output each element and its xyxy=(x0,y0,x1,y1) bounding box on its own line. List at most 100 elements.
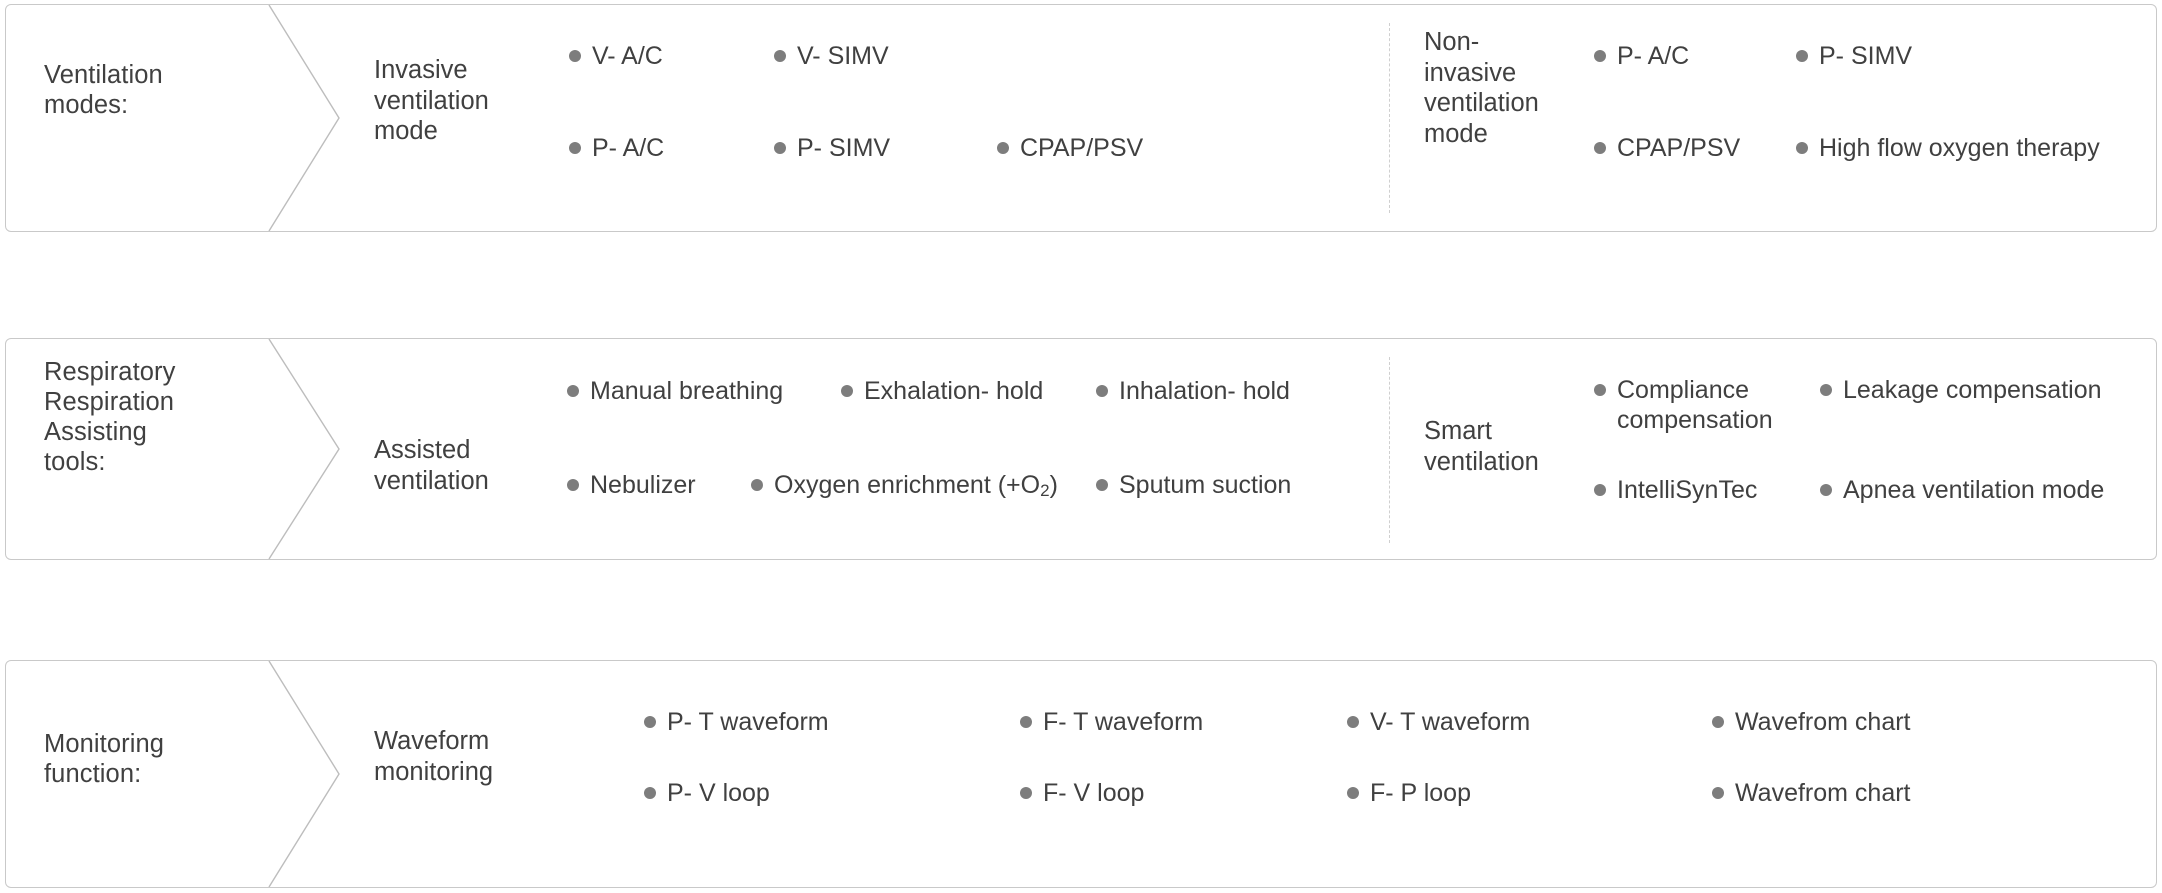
bullet-label: F- V loop xyxy=(1043,779,1145,807)
bullet-item[interactable]: Leakage compensation xyxy=(1820,375,2102,405)
bullet-label: Wavefrom chart xyxy=(1735,779,1911,807)
bullet-dot-icon xyxy=(1020,716,1032,728)
group-label-invasive-ventilation-mode: Invasive ventilation mode xyxy=(374,56,489,146)
category-label-monitoring-function: Monitoring function: xyxy=(44,730,165,789)
bullet-label: Inhalation- hold xyxy=(1119,377,1290,405)
bullet-item[interactable]: Apnea ventilation mode xyxy=(1820,475,2104,505)
bullet-item[interactable]: Wavefrom chart xyxy=(1712,707,1911,737)
bullet-label: CPAP/PSV xyxy=(1617,134,1741,162)
bullet-item[interactable]: P- V loop xyxy=(644,778,770,808)
bullet-dot-icon xyxy=(1796,50,1808,62)
bullet-label: V- SIMV xyxy=(797,42,889,70)
bullet-item[interactable]: High flow oxygen therapy xyxy=(1796,133,2100,163)
bullet-label: Sputum suction xyxy=(1119,471,1292,499)
bullet-item[interactable]: CPAP/PSV xyxy=(1594,133,1740,163)
bullet-label: P- SIMV xyxy=(797,134,891,162)
bullet-label: P- A/C xyxy=(592,134,665,162)
bullet-dot-icon xyxy=(1096,479,1108,491)
bullet-dot-icon xyxy=(1796,142,1808,154)
bullet-item[interactable]: P- SIMV xyxy=(1796,41,1912,71)
bullet-label: P- SIMV xyxy=(1819,42,1913,70)
bullet-item[interactable]: CPAP/PSV xyxy=(997,133,1143,163)
bullet-dot-icon xyxy=(1594,484,1606,496)
group-label-assisted-ventilation: Assisted ventilation xyxy=(374,436,489,495)
bullet-label: CPAP/PSV xyxy=(1020,134,1144,162)
bullet-dot-icon xyxy=(1820,484,1832,496)
group-separator xyxy=(1389,357,1390,543)
bullet-label: F- T waveform xyxy=(1043,708,1204,736)
bullet-item[interactable]: V- T waveform xyxy=(1347,707,1530,737)
bullet-item[interactable]: V- SIMV xyxy=(774,41,889,71)
bullet-dot-icon xyxy=(1594,384,1606,396)
bullet-item[interactable]: P- SIMV xyxy=(774,133,890,163)
bullet-label: V- T waveform xyxy=(1370,708,1531,736)
bullet-dot-icon xyxy=(997,142,1009,154)
bullet-item[interactable]: F- P loop xyxy=(1347,778,1471,808)
bullet-label: P- T waveform xyxy=(667,708,829,736)
category-label-respiration-assisting-tools: Respiratory Respiration Assisting tools: xyxy=(44,358,176,477)
chevron-divider-icon xyxy=(268,339,340,559)
group-separator xyxy=(1389,23,1390,213)
bullet-dot-icon xyxy=(1594,142,1606,154)
bullet-dot-icon xyxy=(1712,716,1724,728)
bullet-label-suffix: ) xyxy=(1049,471,1058,499)
bullet-item[interactable]: Wavefrom chart xyxy=(1712,778,1911,808)
chevron-divider-icon xyxy=(268,5,340,231)
bullet-dot-icon xyxy=(644,716,656,728)
bullet-item[interactable]: Nebulizer xyxy=(567,470,696,500)
bullet-label: Apnea ventilation mode xyxy=(1843,476,2105,504)
bullet-item[interactable]: Sputum suction xyxy=(1096,470,1291,500)
bullet-item[interactable]: Compliance compensation xyxy=(1594,375,1773,435)
bullet-dot-icon xyxy=(1347,787,1359,799)
bullet-dot-icon xyxy=(1712,787,1724,799)
bullet-label: P- A/C xyxy=(1617,42,1690,70)
bullet-label: V- A/C xyxy=(592,42,663,70)
bullet-dot-icon xyxy=(644,787,656,799)
bullet-label-prefix: Oxygen enrichment (+O xyxy=(774,471,1041,499)
bullet-dot-icon xyxy=(1594,50,1606,62)
bullet-item[interactable]: Manual breathing xyxy=(567,376,783,406)
bullet-item[interactable]: IntelliSynTec xyxy=(1594,475,1757,505)
bullet-item[interactable]: Exhalation- hold xyxy=(841,376,1043,406)
bullet-label: P- V loop xyxy=(667,779,770,807)
panel-respiration-assisting-tools: Respiratory Respiration Assisting tools:… xyxy=(5,338,2157,560)
bullet-label: Manual breathing xyxy=(590,377,784,405)
bullet-dot-icon xyxy=(567,385,579,397)
bullet-label: High flow oxygen therapy xyxy=(1819,134,2100,162)
group-label-waveform-monitoring: Waveform monitoring xyxy=(374,727,494,786)
bullet-item[interactable]: V- A/C xyxy=(569,41,663,71)
panel-monitoring-function: Monitoring function: Waveform monitoring… xyxy=(5,660,2157,888)
bullet-dot-icon xyxy=(841,385,853,397)
bullet-label: IntelliSynTec xyxy=(1617,476,1758,504)
bullet-item[interactable]: P- A/C xyxy=(1594,41,1689,71)
bullet-dot-icon xyxy=(751,479,763,491)
bullet-dot-icon xyxy=(1347,716,1359,728)
chevron-divider-icon xyxy=(268,661,340,887)
bullet-dot-icon xyxy=(569,142,581,154)
bullet-item[interactable]: P- A/C xyxy=(569,133,664,163)
bullet-dot-icon xyxy=(1820,384,1832,396)
group-label-non-invasive-ventilation-mode: Non- invasive ventilation mode xyxy=(1424,28,1539,148)
bullet-item-oxygen-enrichment[interactable]: Oxygen enrichment (+O2) xyxy=(751,470,1058,501)
category-label-ventilation-modes: Ventilation modes: xyxy=(44,61,163,120)
bullet-label: F- P loop xyxy=(1370,779,1471,807)
bullet-dot-icon xyxy=(774,50,786,62)
group-label-smart-ventilation: Smart ventilation xyxy=(1424,417,1539,476)
bullet-label: Wavefrom chart xyxy=(1735,708,1911,736)
bullet-label: Leakage compensation xyxy=(1843,376,2102,404)
bullet-label: Exhalation- hold xyxy=(864,377,1044,405)
panel-ventilation-modes: Ventilation modes: Invasive ventilation … xyxy=(5,4,2157,232)
bullet-item[interactable]: F- T waveform xyxy=(1020,707,1203,737)
bullet-label: Compliance compensation xyxy=(1617,376,1773,434)
bullet-dot-icon xyxy=(567,479,579,491)
bullet-label: Oxygen enrichment (+O2) xyxy=(774,470,1058,501)
bullet-label-subscript: 2 xyxy=(1040,481,1050,501)
bullet-label: Nebulizer xyxy=(590,471,696,499)
bullet-item[interactable]: P- T waveform xyxy=(644,707,829,737)
bullet-dot-icon xyxy=(1096,385,1108,397)
bullet-dot-icon xyxy=(774,142,786,154)
bullet-dot-icon xyxy=(1020,787,1032,799)
bullet-item[interactable]: Inhalation- hold xyxy=(1096,376,1290,406)
bullet-item[interactable]: F- V loop xyxy=(1020,778,1144,808)
